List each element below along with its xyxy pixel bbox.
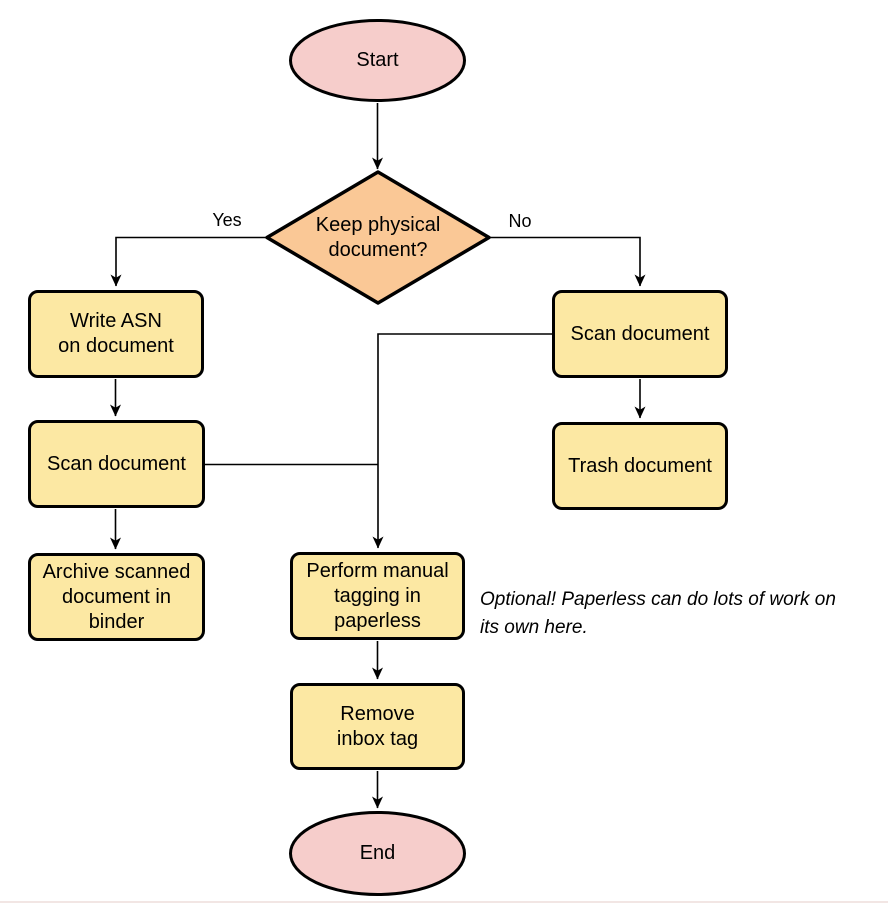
page-bottom-divider	[0, 901, 888, 903]
archive-node: Archive scanned document in binder	[28, 553, 205, 641]
manual-tagging-label: Perform manual tagging in paperless	[306, 559, 449, 632]
remove-inbox-tag-label: Remove inbox tag	[336, 702, 419, 750]
archive-node-label: Archive scanned document in binder	[42, 560, 191, 633]
write-asn-node: Write ASN on document	[28, 290, 204, 378]
optional-note: Optional! Paperless can do lots of work …	[480, 589, 836, 638]
write-asn-node-label: Write ASN on document	[58, 310, 174, 357]
scan-document-right-label: Scan document	[570, 322, 710, 345]
edge-decision-no-to-scan-right	[489, 236, 646, 287]
decision-node-label: Keep physical document?	[315, 213, 441, 261]
trash-document-label: Trash document	[568, 454, 712, 477]
end-node: End	[289, 812, 466, 895]
start-node: Start	[289, 20, 466, 101]
start-ellipse-shape	[289, 19, 466, 102]
end-node-label: End	[359, 842, 396, 864]
trash-document-node: Trash document	[552, 422, 728, 510]
scan-document-left-label: Scan document	[47, 452, 186, 475]
start-node-label: Start	[356, 49, 399, 71]
end-ellipse-shape	[289, 811, 466, 896]
scan-document-left-node: Scan document	[28, 420, 205, 508]
edge-label-yes: Yes	[212, 210, 242, 230]
decision-node: Keep physical document?	[293, 192, 463, 283]
remove-inbox-tag-node: Remove inbox tag	[290, 683, 465, 770]
decision-diamond-shape	[265, 170, 491, 305]
edge-decision-yes-to-write-asn	[110, 236, 267, 287]
manual-tagging-node: Perform manual tagging in paperless	[290, 552, 465, 640]
edge-scan-right-to-tagging	[372, 333, 552, 549]
edge-label-no: No	[508, 211, 532, 231]
scan-document-right-node: Scan document	[552, 290, 728, 378]
